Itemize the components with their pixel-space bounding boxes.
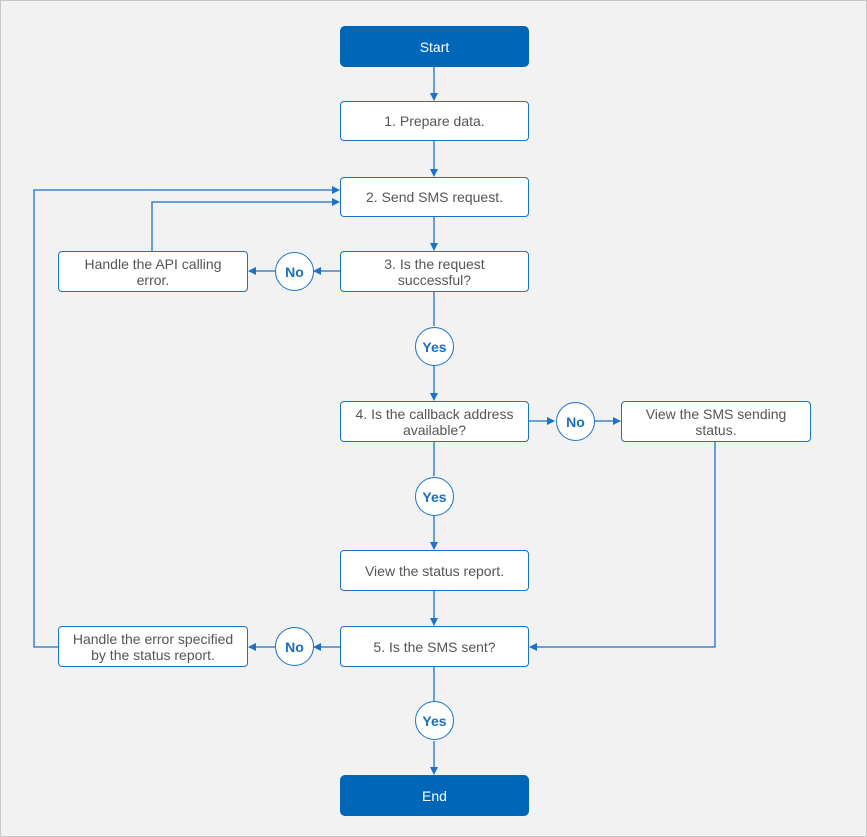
- sms-sent-yes-badge: Yes: [415, 701, 454, 740]
- view-sms-sending-status-step: View the SMS sending status.: [621, 401, 811, 442]
- view-sms-sending-status-label: View the SMS sending status.: [645, 405, 787, 438]
- edge-handle-api-error-to-send: [151, 198, 340, 251]
- yes-label: Yes: [422, 338, 447, 355]
- handle-status-report-error-label: Handle the error specified by the status…: [72, 630, 234, 663]
- no-label: No: [566, 413, 585, 430]
- sms-sent-decision: 5. Is the SMS sent?: [340, 626, 529, 667]
- callback-available-no-badge: No: [556, 402, 595, 441]
- end-node: End: [340, 775, 529, 816]
- view-status-report-label: View the status report.: [364, 562, 505, 579]
- start-node: Start: [340, 26, 529, 67]
- send-sms-request-step: 2. Send SMS request.: [340, 177, 529, 217]
- request-successful-decision: 3. Is the request successful?: [340, 251, 529, 292]
- sms-sent-no-badge: No: [275, 627, 314, 666]
- no-label: No: [285, 638, 304, 655]
- yes-label: Yes: [422, 488, 447, 505]
- prepare-data-label: 1. Prepare data.: [384, 113, 485, 129]
- request-successful-label: 3. Is the request successful?: [384, 255, 485, 288]
- prepare-data-step: 1. Prepare data.: [340, 101, 529, 141]
- handle-status-report-error-step: Handle the error specified by the status…: [58, 626, 248, 667]
- send-sms-request-label: 2. Send SMS request.: [366, 189, 503, 205]
- callback-available-yes-badge: Yes: [415, 477, 454, 516]
- end-label: End: [422, 787, 447, 804]
- handle-api-error-step: Handle the API calling error.: [58, 251, 248, 292]
- sms-sent-label: 5. Is the SMS sent?: [373, 638, 496, 655]
- request-successful-yes-badge: Yes: [415, 327, 454, 366]
- handle-api-error-label: Handle the API calling error.: [84, 255, 222, 288]
- start-label: Start: [419, 38, 450, 55]
- edge-view-sending-status-to-sms-sent: [529, 441, 716, 651]
- view-status-report-step: View the status report.: [340, 550, 529, 591]
- yes-label: Yes: [422, 712, 447, 729]
- no-label: No: [285, 263, 304, 280]
- request-successful-no-badge: No: [275, 252, 314, 291]
- edge-handle-status-error-to-send: [33, 186, 340, 648]
- callback-available-decision: 4. Is the callback address available?: [340, 401, 529, 442]
- callback-available-label: 4. Is the callback address available?: [355, 405, 514, 438]
